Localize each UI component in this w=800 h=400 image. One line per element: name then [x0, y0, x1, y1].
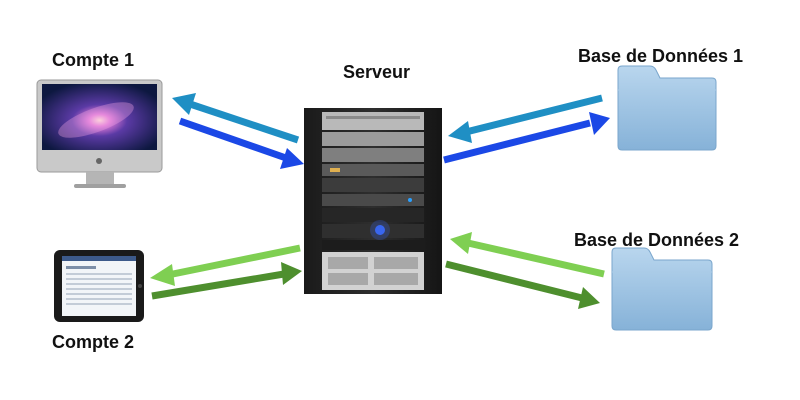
arrow-server-to-db1	[443, 112, 610, 164]
arrow-account2-to-server	[151, 262, 302, 300]
arrow-server-to-account1	[172, 93, 300, 144]
arrow-server-to-db2	[445, 260, 600, 309]
label-account1: Compte 1	[52, 50, 135, 70]
label-db2: Base de Données 2	[574, 230, 740, 250]
imac-computer-icon	[36, 79, 163, 188]
folder-icon	[617, 65, 717, 151]
arrow-db1-to-server	[448, 94, 603, 143]
label-server: Serveur	[343, 62, 411, 82]
server-rack-icon	[304, 108, 442, 294]
label-db1: Base de Données 1	[578, 46, 744, 66]
arrow-account1-to-server	[178, 117, 304, 169]
ipad-tablet-icon	[54, 250, 144, 322]
label-account2: Compte 2	[52, 332, 135, 352]
arrow-db2-to-server	[450, 232, 605, 278]
folder-icon	[611, 247, 713, 331]
arrow-server-to-account2	[150, 244, 301, 286]
